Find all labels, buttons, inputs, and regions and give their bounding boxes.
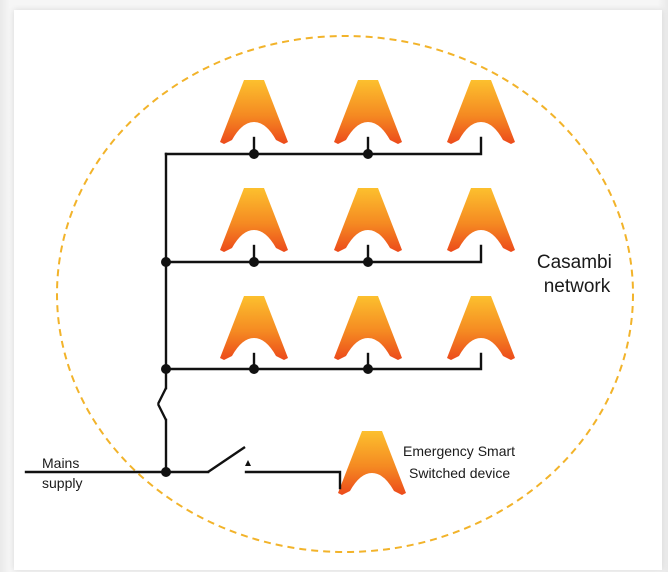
casambi-network-boundary	[56, 35, 634, 553]
switch-icon	[207, 446, 246, 473]
luminaire-icon	[220, 80, 288, 144]
mains-supply-label: Mains supply	[42, 455, 83, 491]
emergency-luminaire-icon	[338, 431, 406, 495]
luminaire-icon	[334, 188, 402, 252]
luminaire-icon	[334, 80, 402, 144]
luminaire-icon	[447, 188, 515, 252]
switch-icon	[156, 387, 168, 421]
switch-contact	[245, 460, 251, 466]
diagram-card	[14, 10, 662, 570]
luminaire-icon	[447, 296, 515, 360]
wiring	[24, 136, 483, 490]
junctions	[161, 149, 373, 477]
network-label: Casambi network	[537, 252, 617, 297]
luminaire-icon	[447, 80, 515, 144]
emergency-device-label: Emergency Smart Switched device	[403, 443, 519, 481]
luminaire-icon	[220, 188, 288, 252]
luminaire-icon	[220, 296, 288, 360]
luminaire-icon	[334, 296, 402, 360]
